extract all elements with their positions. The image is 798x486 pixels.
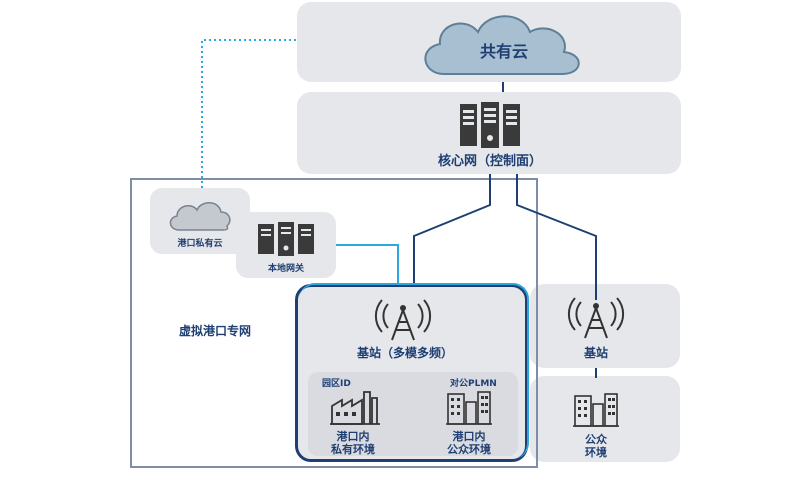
public-cloud-label: 共有云 — [479, 42, 528, 61]
public-buildings-icon — [573, 393, 619, 427]
virtual-private-network-frame — [130, 178, 538, 468]
public-plmn-label: 对公PLMN — [450, 379, 497, 389]
public-env-line1: 公众 — [585, 433, 607, 446]
public-base-station-panel — [530, 284, 680, 368]
port-env-area — [308, 372, 518, 456]
dotted-link-private-to-public-cloud — [201, 39, 297, 188]
private-cloud-icon — [169, 202, 231, 231]
public-cloud-icon — [424, 15, 580, 75]
link-core-to-public-base-station — [516, 174, 597, 300]
core-network-label: 核心网（控制面） — [437, 154, 542, 169]
campus-id-label: 园区ID — [322, 379, 351, 389]
public-antenna-icon — [567, 297, 625, 339]
virtual-private-network-label: 虚拟港口专网 — [178, 324, 251, 338]
port-public-env-line2: 公众环境 — [447, 443, 491, 456]
port-private-cloud-label: 港口私有云 — [177, 239, 223, 249]
server-icon — [460, 102, 520, 148]
port-private-env-line1: 港口内 — [336, 430, 370, 443]
public-env-line2: 环境 — [585, 446, 607, 459]
port-public-env-line1: 港口内 — [452, 430, 486, 443]
link-core-to-base-station — [413, 174, 491, 286]
antenna-icon — [374, 299, 432, 341]
gateway-server-icon — [258, 222, 314, 256]
port-private-env-line2: 私有环境 — [331, 443, 375, 456]
public-base-station-label: 基站 — [583, 346, 608, 360]
link-gateway-to-base-station — [336, 244, 399, 286]
local-gateway-label: 本地网关 — [267, 264, 304, 274]
buildings-icon — [446, 391, 492, 425]
factory-icon — [330, 391, 380, 425]
base-station-multi-label: 基站（多模多频） — [356, 346, 453, 360]
